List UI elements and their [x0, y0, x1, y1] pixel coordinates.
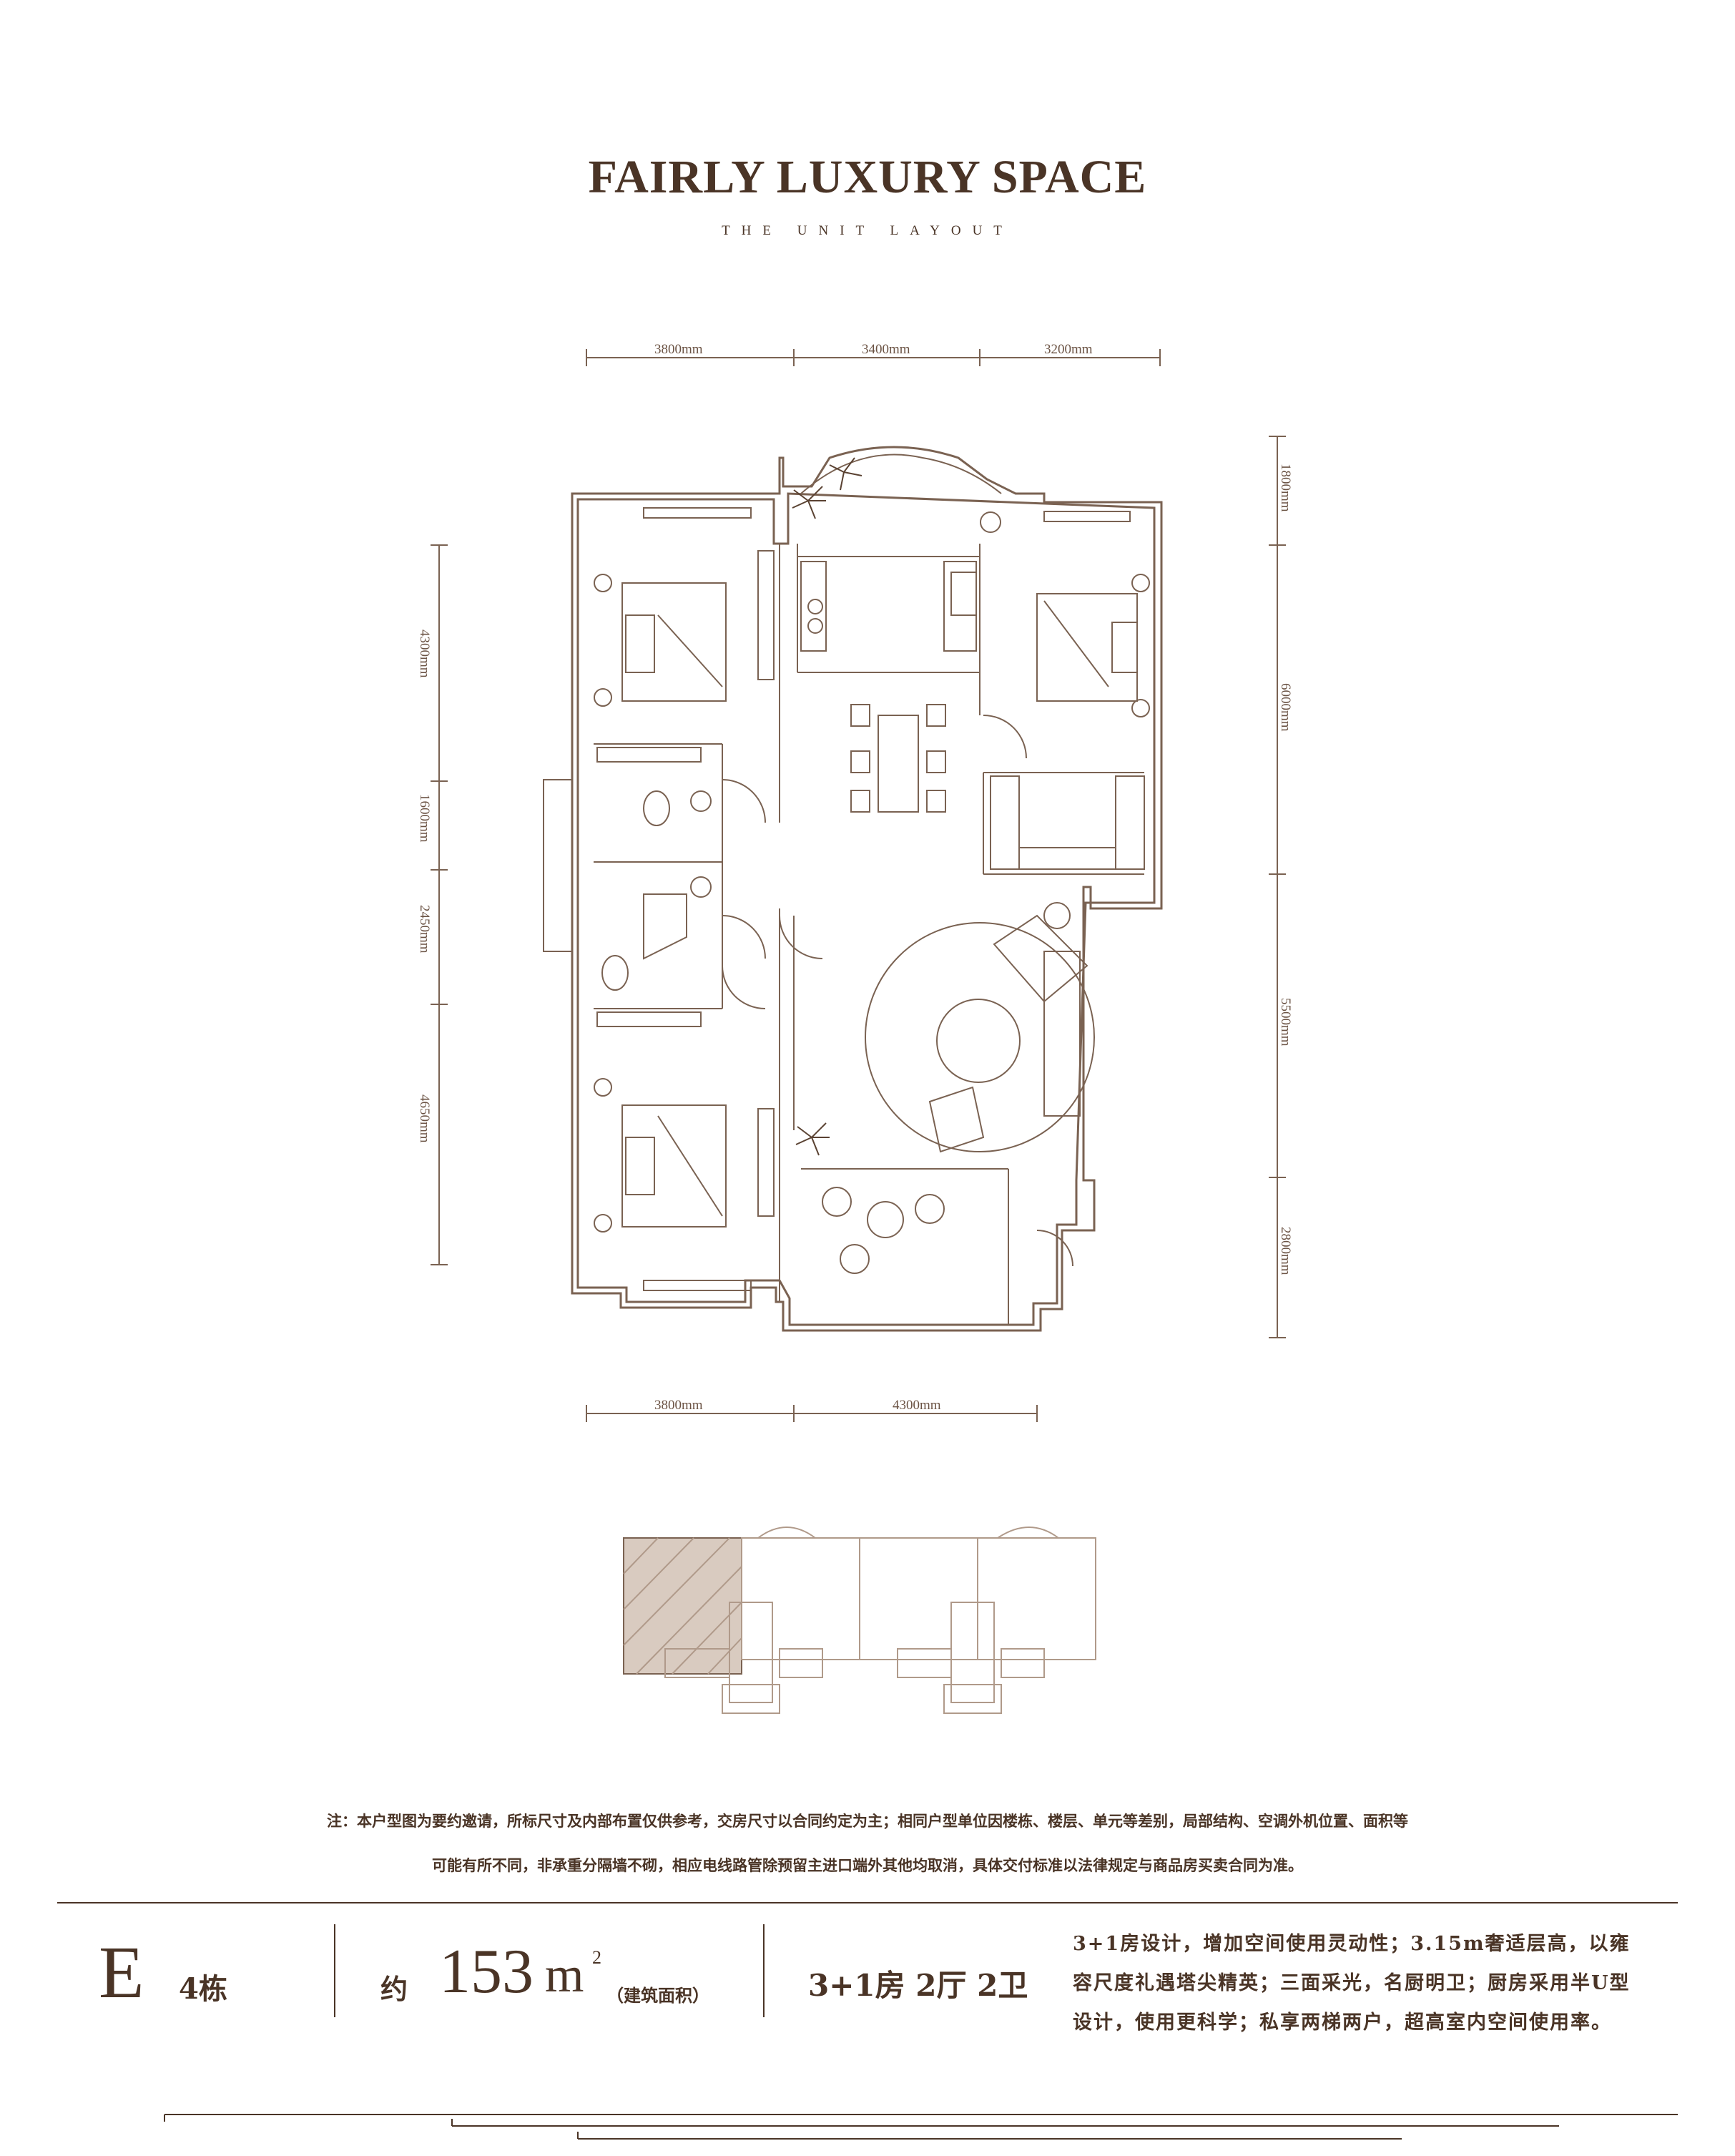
dimension-line-top	[586, 349, 1161, 366]
area-unit: m	[545, 1948, 584, 2003]
kitchen-fixtures	[807, 511, 1001, 634]
windows	[543, 507, 1131, 1291]
dim-right-4: 2800mm	[1278, 1227, 1293, 1275]
plants	[792, 457, 862, 1156]
dim-top-2: 3400mm	[862, 342, 910, 357]
bed-master-top	[594, 574, 727, 707]
description-line-3: 设计，使用更科学；私享两梯两户，超高室内空间使用率。	[1073, 2012, 1612, 2034]
area-value: 153	[439, 1937, 534, 2006]
area-unit-superscript: 2	[592, 1947, 601, 1968]
bathroom-fixtures	[601, 790, 712, 991]
dim-right-1: 1800mm	[1278, 464, 1293, 512]
area-note: （建筑面积）	[606, 1985, 709, 2006]
dim-left-4: 4650mm	[417, 1094, 432, 1143]
bed-top-right	[1036, 574, 1150, 717]
dimension-line-bottom	[586, 1405, 1038, 1422]
wardrobes	[596, 747, 1145, 1027]
dim-right-2: 6000mm	[1278, 683, 1293, 732]
dimension-line-left	[431, 544, 448, 1265]
cabinets	[757, 550, 977, 1217]
dining-table	[850, 704, 946, 813]
description-line-2: 容尺度礼遇塔尖精英；三面采光，名厨明卫；厨房采用半U型	[1073, 1972, 1631, 1994]
balcony-furniture	[822, 1187, 945, 1274]
dim-left-3: 2450mm	[417, 905, 432, 954]
area-prefix: 约	[380, 1973, 408, 2005]
bed-bottom-left	[594, 1078, 727, 1233]
dim-right-3: 5500mm	[1278, 998, 1293, 1047]
key-plan	[623, 1527, 1096, 1714]
dim-bottom-2: 4300mm	[893, 1398, 941, 1413]
page-subtitle: THE UNIT LAYOUT	[722, 223, 1013, 238]
doors	[722, 715, 1073, 1267]
dim-left-1: 4300mm	[417, 629, 432, 678]
living-room-sofa	[865, 902, 1095, 1153]
top-balcony-curve	[800, 454, 1002, 494]
unit-type-letter: E	[99, 1931, 144, 2014]
dimension-line-right	[1269, 436, 1286, 1338]
dim-left-2: 1600mm	[417, 794, 432, 843]
dim-top-1: 3800mm	[654, 342, 703, 357]
dim-top-3: 3200mm	[1044, 342, 1093, 357]
interior-walls	[594, 544, 1144, 1325]
dim-bottom-1: 3800mm	[654, 1398, 703, 1413]
disclaimer-line-1: 注：本户型图为要约邀请，所标尺寸及内部布置仅供参考，交房尺寸以合同约定为主；相同…	[327, 1812, 1408, 1830]
room-configuration: 3+1房 2厅 2卫	[808, 1968, 1028, 2003]
exterior-walls	[571, 446, 1163, 1332]
footer-rules	[57, 1902, 1678, 2140]
building-number: 4栋	[179, 1972, 227, 2006]
page-title: FAIRLY LUXURY SPACE	[588, 151, 1147, 203]
disclaimer-line-2: 可能有所不同，非承重分隔墙不砌，相应电线路管除预留主进口端外其他均取消，具体交付…	[432, 1856, 1303, 1874]
description-line-1: 3+1房设计，增加空间使用灵动性；3.15m奢适层高，以雍	[1073, 1933, 1631, 1955]
